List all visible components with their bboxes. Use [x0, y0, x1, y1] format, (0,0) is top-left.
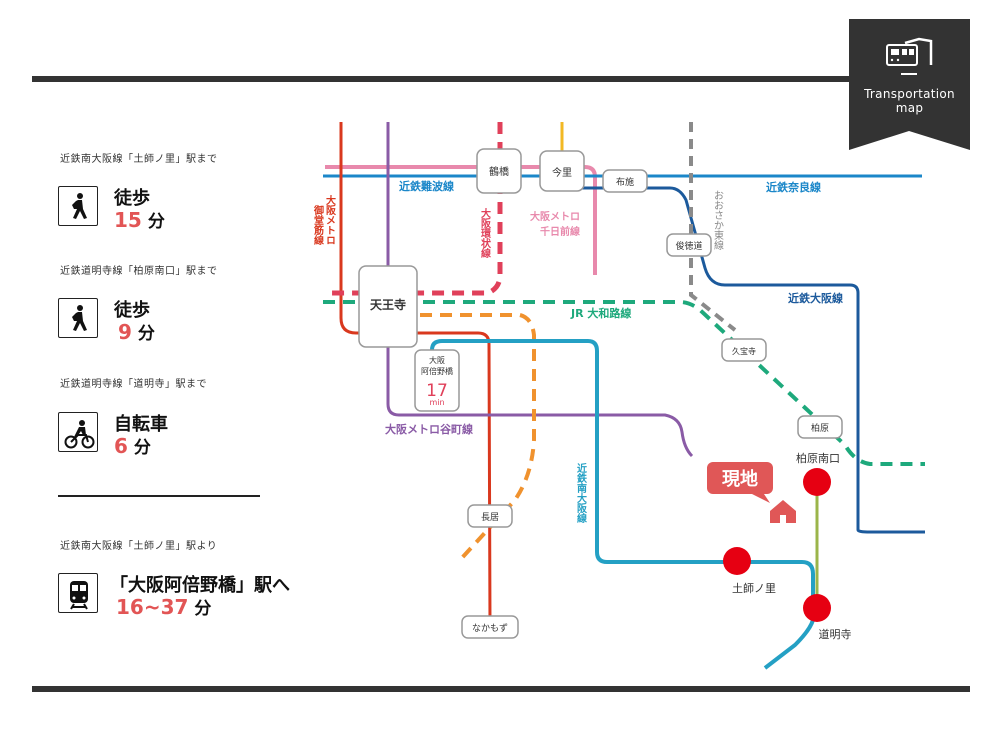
station-imazato: 今里 [539, 150, 585, 192]
walking-person-icon [58, 186, 98, 226]
badge-ribbon-shape [849, 19, 970, 150]
svg-text:道明寺: 道明寺 [819, 627, 852, 641]
label-midosuji-b: 御堂筋線 [312, 204, 325, 246]
current-location-marker: 現地 [707, 462, 796, 523]
minutes-value: 15 [114, 208, 142, 232]
badge-title: Transportation map [849, 87, 970, 115]
minutes-unit: 分 [194, 599, 212, 619]
svg-text:17: 17 [426, 381, 448, 401]
station-domyoji: 道明寺 [803, 594, 852, 641]
svg-text:なかもず: なかもず [472, 623, 508, 634]
svg-text:天王寺: 天王寺 [370, 297, 406, 312]
label-sennichimae-b: 千日前線 [540, 225, 580, 238]
minutes-value: 16~37 [116, 595, 189, 619]
header-rule [32, 76, 882, 82]
access-caption: 近鉄南大阪線「土師ノ里」駅より [60, 541, 218, 552]
access-caption: 近鉄南大阪線「土師ノ里」駅まで [60, 154, 218, 165]
house-icon [770, 500, 796, 523]
label-minami-osaka: 近鉄南大阪線 [575, 462, 587, 524]
access-mode: 徒歩 [114, 300, 150, 321]
minutes-value: 9 [118, 320, 132, 344]
label-kintetsu-nara: 近鉄奈良線 [766, 180, 821, 194]
station-kyuhoji: 久宝寺 [721, 338, 767, 362]
badge-title-line2: map [895, 101, 924, 115]
access-caption: 近鉄道明寺線「道明寺」駅まで [60, 379, 207, 390]
station-kashiwara-minamiguchi: 柏原南口 [796, 451, 840, 496]
svg-text:今里: 今里 [552, 166, 572, 179]
line-jr-osaka-loop [330, 122, 503, 296]
label-jr-yamatoji: JR 大和路線 [570, 306, 631, 320]
station-shuntokumichi: 俊徳道 [666, 233, 712, 257]
access-caption: 近鉄道明寺線「柏原南口」駅まで [60, 266, 218, 277]
station-tsuruhashi: 鶴橋 [476, 148, 522, 194]
svg-text:現地: 現地 [722, 468, 758, 490]
svg-text:柏原: 柏原 [811, 422, 829, 434]
access-mode: 「大阪阿倍野橋」駅へ [110, 575, 290, 596]
svg-text:大阪: 大阪 [429, 355, 445, 365]
line-kintetsu-osaka [582, 186, 925, 534]
label-jr-osaka-higashi: おおさか東線 [712, 190, 724, 250]
svg-text:阿倍野橋: 阿倍野橋 [421, 366, 453, 376]
label-kintetsu-namba: 近鉄難波線 [399, 179, 454, 193]
train-icon [886, 37, 933, 75]
station-tennoji: 天王寺 [358, 265, 418, 348]
station-nagai: 長居 [467, 504, 513, 528]
line-kintetsu-minami-osaka [430, 339, 815, 670]
station-hajinosato: 土師ノ里 [723, 547, 776, 595]
svg-text:布施: 布施 [616, 176, 634, 188]
svg-text:長居: 長居 [481, 512, 499, 523]
bicycle-icon [58, 412, 98, 452]
label-jr-loop: 大阪環状線 [479, 207, 491, 259]
line-jr-osaka-higashi [689, 122, 737, 332]
minutes-unit: 分 [133, 438, 151, 458]
walking-person-icon [58, 298, 98, 338]
label-tanimachi: 大阪メトロ谷町線 [385, 422, 473, 436]
train-front-icon [58, 573, 98, 613]
line-tanimachi [386, 122, 694, 458]
badge-title-line1: Transportation [864, 87, 955, 101]
access-mode: 自転車 [114, 414, 168, 435]
svg-text:min: min [429, 398, 444, 407]
station-fuse: 布施 [602, 169, 648, 193]
station-nakamozu: なかもず [461, 615, 519, 639]
line-jr-yamatoji [323, 300, 925, 466]
transportation-map-badge: Transportation map [849, 19, 970, 150]
access-mode: 徒歩 [114, 188, 150, 209]
svg-text:柏原南口: 柏原南口 [796, 451, 840, 465]
station-kashiwara: 柏原 [797, 415, 843, 439]
abenobashi-time-box: 大阪 阿倍野橋 17 min [414, 349, 460, 412]
svg-text:土師ノ里: 土師ノ里 [732, 582, 776, 595]
label-midosuji-a: 大阪メトロ [324, 194, 336, 245]
section-divider [58, 495, 260, 497]
footer-rule [32, 686, 970, 692]
svg-text:鶴橋: 鶴橋 [489, 165, 509, 178]
minutes-unit: 分 [137, 324, 155, 344]
line-orange [420, 313, 536, 562]
svg-text:俊徳道: 俊徳道 [675, 240, 702, 252]
minutes-value: 6 [114, 434, 128, 458]
label-kintetsu-osaka: 近鉄大阪線 [788, 291, 843, 305]
svg-text:久宝寺: 久宝寺 [732, 346, 756, 356]
minutes-unit: 分 [147, 212, 165, 232]
label-sennichimae-a: 大阪メトロ [530, 210, 580, 223]
